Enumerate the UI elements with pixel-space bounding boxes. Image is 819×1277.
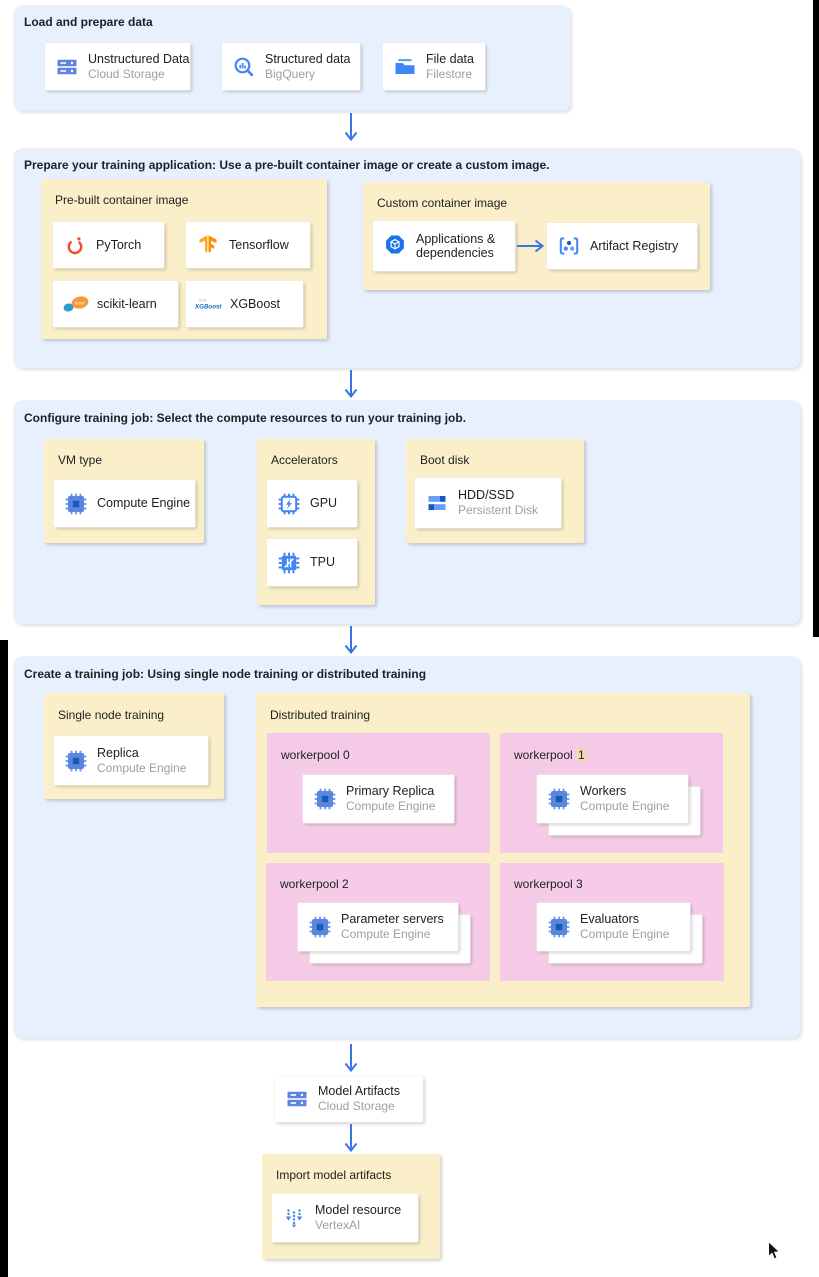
cloud-storage-icon [55,55,79,79]
card-title: XGBoost [230,296,281,311]
card-persistent-disk: HDD/SSD Persistent Disk [415,478,561,528]
flow-arrow-down-2 [343,370,359,399]
card-title: Artifact Registry [590,238,679,253]
card-scikit-learn: scikit-learn [53,281,178,327]
card-model-artifacts: Model Artifacts Cloud Storage [275,1076,423,1122]
workerpool-label-text: workerpool [514,748,573,762]
vertex-ai-icon [282,1206,306,1230]
box-label: Boot disk [420,453,470,467]
card-subtitle: Persistent Disk [458,503,539,517]
card-primary-replica: Primary Replica Compute Engine [303,775,454,823]
card-replica: Replica Compute Engine [54,736,208,785]
card-parameter-servers: Parameter servers Compute Engine [298,903,458,951]
card-subtitle: Compute Engine [346,799,436,813]
flow-arrow-down-5 [343,1124,359,1153]
card-tpu: TPU [267,539,357,586]
scikit-learn-icon [61,292,91,316]
cloud-storage-icon [285,1087,309,1111]
card-title: Applications & dependencies [416,232,496,260]
flow-arrow-down-4 [343,1044,359,1073]
pytorch-icon [63,233,87,257]
tpu-icon [277,551,301,575]
flow-arrow-down-1 [343,113,359,142]
workerpool-label: workerpool 0 [281,748,350,762]
card-subtitle: Compute Engine [97,760,187,775]
card-unstructured-data: Unstructured Data Cloud Storage [45,43,190,90]
panel-title: Create a training job: Using single node… [24,667,427,681]
card-title: Primary Replica [346,784,435,798]
card-compute-engine: Compute Engine [54,480,195,527]
card-title: Compute Engine [97,496,191,510]
card-evaluators: Evaluators Compute Engine [537,903,690,951]
box-label: Accelerators [271,453,338,467]
card-title: Unstructured Data [88,51,190,66]
card-title: Replica [97,745,139,760]
flow-arrow-right [517,238,544,254]
card-model-resource: Model resource VertexAI [272,1194,418,1242]
box-label: VM type [58,453,103,467]
box-label: Import model artifacts [276,1168,392,1182]
compute-engine-icon [64,492,88,516]
card-title: Evaluators [580,912,640,926]
card-pytorch: PyTorch [53,222,164,268]
card-title: TPU [310,555,335,569]
workerpool-label: workerpool 1 [514,748,587,762]
card-title: Model resource [315,1203,402,1217]
card-title: HDD/SSD [458,488,515,502]
mouse-cursor [768,1241,781,1260]
box-label: Distributed training [270,708,371,722]
card-workers: Workers Compute Engine [537,775,688,823]
screenshot-border-artifact-left [0,640,8,1277]
card-artifact-registry: Artifact Registry [547,223,697,269]
card-title: Model Artifacts [318,1084,400,1098]
card-structured-data: Structured data BigQuery [222,43,360,90]
card-title: Structured data [265,51,351,66]
card-title: Workers [580,784,627,798]
compute-engine-icon [547,787,571,811]
workerpool-number-highlight: 1 [576,748,587,762]
card-title: scikit-learn [97,296,157,311]
applications-icon [383,234,407,258]
card-subtitle: VertexAI [315,1218,361,1232]
tensorflow-icon [196,233,220,257]
workerpool-label: workerpool 3 [514,877,583,891]
card-xgboost: XGBoost [186,281,303,327]
compute-engine-icon [308,915,332,939]
card-title: GPU [310,496,338,510]
card-subtitle: Compute Engine [341,927,431,941]
card-subtitle: Cloud Storage [88,66,165,81]
flow-arrow-down-3 [343,626,359,655]
panel-title: Configure training job: Select the compu… [24,411,467,425]
card-title: File data [426,51,474,66]
card-title: Parameter servers [341,912,444,926]
persistent-disk-icon [425,491,449,515]
panel-title: Prepare your training application: Use a… [24,158,550,172]
filestore-icon [393,55,417,79]
box-label: Single node training [58,708,165,722]
card-title: Tensorflow [229,237,289,252]
card-subtitle: Compute Engine [580,799,670,813]
compute-engine-icon [313,787,337,811]
box-label: Custom container image [377,196,508,210]
artifact-registry-icon [557,234,581,258]
box-label: Pre-built container image [55,193,189,207]
card-subtitle: Compute Engine [580,927,670,941]
card-file-data: File data Filestore [383,43,485,90]
card-title: PyTorch [96,237,142,252]
card-applications-dependencies: Applications & dependencies [373,221,515,271]
panel-title: Load and prepare data [24,15,153,29]
card-subtitle: Filestore [426,66,473,81]
bigquery-icon [232,55,256,79]
xgboost-icon [194,292,224,316]
card-gpu: GPU [267,480,357,527]
compute-engine-icon [64,749,88,773]
screenshot-border-artifact-right [813,0,819,637]
gpu-icon [277,492,301,516]
workerpool-label: workerpool 2 [280,877,349,891]
card-subtitle: Cloud Storage [318,1099,395,1113]
card-subtitle: BigQuery [265,66,316,81]
card-tensorflow: Tensorflow [186,222,310,268]
compute-engine-icon [547,915,571,939]
